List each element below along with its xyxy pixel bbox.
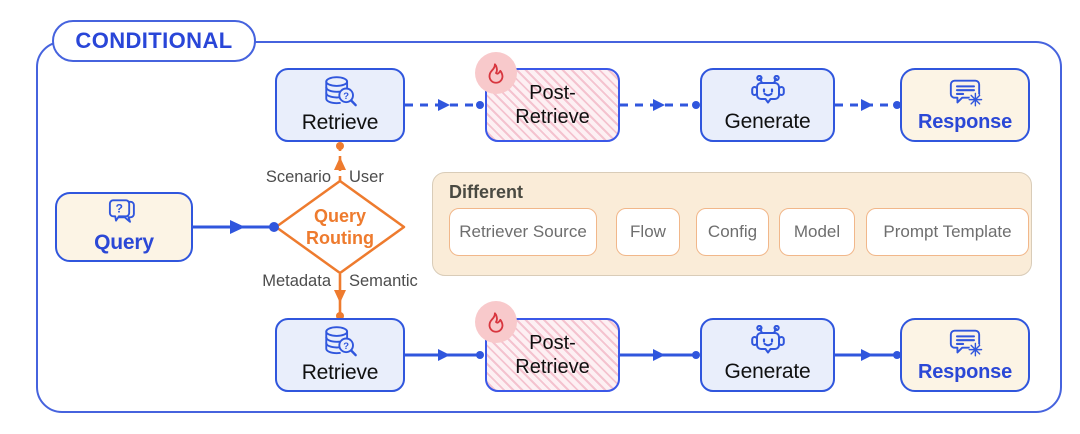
retrieve-label: Retrieve xyxy=(301,361,379,385)
query-label: Query xyxy=(94,231,154,255)
response-chat-icon xyxy=(945,326,985,360)
fire-badge-top xyxy=(475,52,517,94)
arrowhead-top-1 xyxy=(438,99,450,111)
branch-label-scenario: Scenario xyxy=(265,168,331,186)
post-retrieve-line1: Post- xyxy=(529,81,576,104)
svg-text:?: ? xyxy=(343,91,349,102)
arrowhead-router-up xyxy=(334,157,346,170)
option-config: Config xyxy=(696,208,769,256)
arrowhead-top-3 xyxy=(861,99,873,111)
dot-bottom-2 xyxy=(692,351,700,359)
node-generate-bottom: Generate xyxy=(700,318,835,392)
option-prompt-template: Prompt Template xyxy=(866,208,1029,256)
dot-router-left xyxy=(269,222,279,232)
generate-label: Generate xyxy=(724,110,811,134)
frame-title-label: CONDITIONAL xyxy=(75,28,233,53)
option-flow: Flow xyxy=(616,208,680,256)
arrowhead-router-down xyxy=(334,290,346,303)
query-icon: ? xyxy=(105,198,143,230)
database-search-icon: ? xyxy=(321,74,359,110)
option-retriever-source: Retriever Source xyxy=(449,208,597,256)
generate-label: Generate xyxy=(724,360,811,384)
branch-label-semantic: Semantic xyxy=(349,272,418,290)
node-query: ? Query xyxy=(55,192,193,262)
robot-icon xyxy=(746,75,790,109)
node-retrieve-bottom: ? Retrieve xyxy=(275,318,405,392)
arrowhead-top-2 xyxy=(653,99,665,111)
fire-badge-bottom xyxy=(475,301,517,343)
dot-bottom-3 xyxy=(893,351,901,359)
option-model: Model xyxy=(779,208,855,256)
post-retrieve-line2: Retrieve xyxy=(515,356,590,378)
frame-title: CONDITIONAL xyxy=(52,20,256,62)
post-retrieve-line2: Retrieve xyxy=(515,106,590,128)
different-title: Different xyxy=(449,182,524,202)
retrieve-label: Retrieve xyxy=(301,111,379,135)
branch-label-user: User xyxy=(349,168,384,186)
post-retrieve-label: Post- Retrieve xyxy=(515,331,589,380)
database-search-icon: ? xyxy=(321,324,359,360)
svg-text:?: ? xyxy=(116,202,123,216)
node-retrieve-top: ? Retrieve xyxy=(275,68,405,142)
node-response-bottom: Response xyxy=(900,318,1030,392)
node-response-top: Response xyxy=(900,68,1030,142)
branch-label-metadata: Metadata xyxy=(262,272,331,290)
svg-text:?: ? xyxy=(343,341,349,352)
dot-router-up xyxy=(336,142,344,150)
robot-icon xyxy=(746,325,790,359)
router-label-line1: Query xyxy=(313,206,367,226)
dot-top-1 xyxy=(476,101,484,109)
arrowhead-bottom-1 xyxy=(438,349,450,361)
node-post-retrieve-bottom: Post- Retrieve xyxy=(485,318,620,392)
response-chat-icon xyxy=(945,76,985,110)
fire-icon xyxy=(483,309,509,335)
post-retrieve-label: Post- Retrieve xyxy=(515,81,589,130)
router-label: Query Routing xyxy=(290,206,390,249)
arrowhead-bottom-3 xyxy=(861,349,873,361)
arrowhead-bottom-2 xyxy=(653,349,665,361)
dot-top-3 xyxy=(893,101,901,109)
response-label: Response xyxy=(918,111,1012,133)
router-diamond xyxy=(274,179,406,275)
fire-icon xyxy=(483,60,509,86)
post-retrieve-line1: Post- xyxy=(529,331,576,354)
node-generate-top: Generate xyxy=(700,68,835,142)
response-label: Response xyxy=(918,361,1012,383)
different-panel: Different Retriever Source Flow Config M… xyxy=(432,172,1032,276)
arrowhead-query-router xyxy=(230,220,245,234)
router-label-line2: Routing xyxy=(306,227,374,248)
dot-top-2 xyxy=(692,101,700,109)
dot-bottom-1 xyxy=(476,351,484,359)
